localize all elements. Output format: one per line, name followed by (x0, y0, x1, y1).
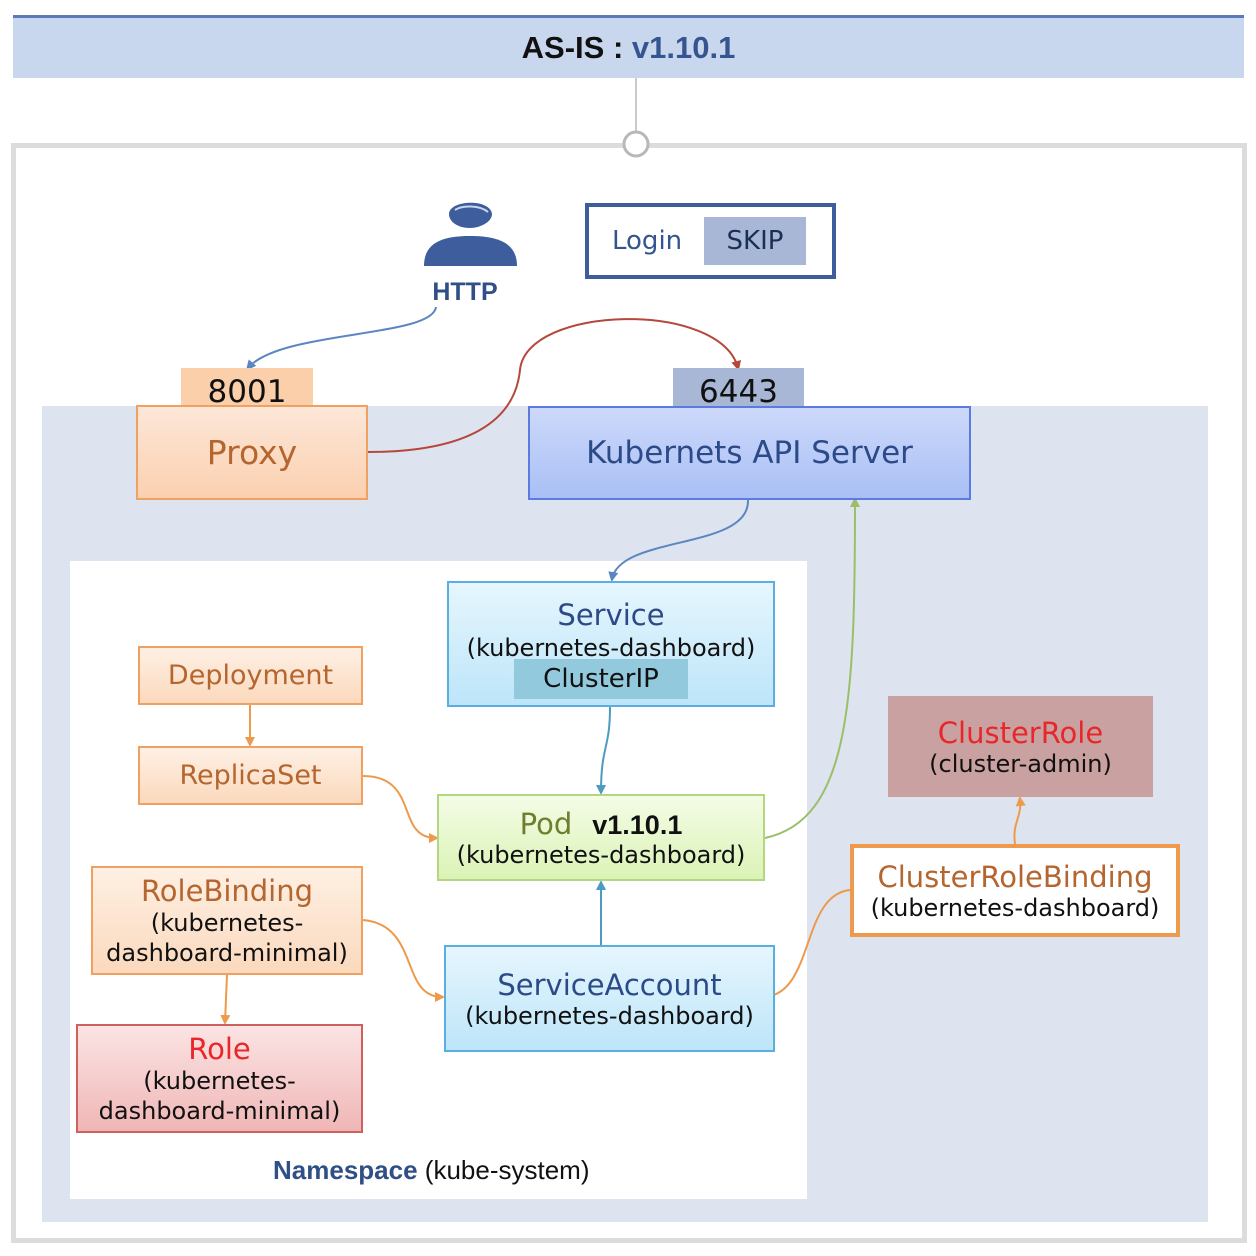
clusterrolebinding-sub: (kubernetes-dashboard) (870, 893, 1160, 922)
clusterrole-sub: (cluster-admin) (929, 749, 1112, 778)
diagram-header: AS-IS : v1.10.1 (13, 15, 1244, 78)
rolebinding-sub-1: (kubernetes- (150, 908, 304, 937)
api-server-label: Kubernets API Server (586, 435, 913, 471)
rolebinding-node: RoleBinding (kubernetes- dashboard-minim… (91, 866, 363, 975)
title-version: v1.10.1 (631, 30, 736, 65)
api-server-node: Kubernets API Server (528, 406, 971, 500)
pod-version: v1.10.1 (592, 809, 683, 840)
title-prefix: AS-IS : (521, 30, 632, 65)
skip-button[interactable]: SKIP (704, 217, 806, 265)
clusterrolebinding-label: ClusterRoleBinding (877, 859, 1153, 894)
pod-label: Pod (519, 806, 573, 841)
role-node: Role (kubernetes- dashboard-minimal) (76, 1024, 363, 1133)
serviceaccount-node: ServiceAccount (kubernetes-dashboard) (444, 945, 775, 1052)
pod-sub: (kubernetes-dashboard) (456, 840, 746, 869)
deployment-node: Deployment (138, 646, 363, 705)
rolebinding-sub-2: dashboard-minimal) (106, 938, 348, 967)
serviceaccount-sub: (kubernetes-dashboard) (465, 1001, 754, 1030)
proxy-label: Proxy (206, 433, 298, 472)
role-sub-2: dashboard-minimal) (98, 1096, 341, 1125)
proxy-node: Proxy (136, 405, 368, 500)
pod-node: Pod v1.10.1 (kubernetes-dashboard) (437, 794, 765, 881)
clusterrole-node: ClusterRole (cluster-admin) (888, 696, 1153, 797)
service-label: Service (557, 598, 665, 632)
service-sub: (kubernetes-dashboard) (466, 634, 756, 662)
clusterrole-label: ClusterRole (937, 715, 1104, 750)
rolebinding-label: RoleBinding (140, 873, 314, 908)
replicaset-node: ReplicaSet (138, 746, 363, 805)
namespace-name: (kube-system) (424, 1155, 590, 1185)
namespace-keyword: Namespace (273, 1155, 418, 1185)
clusterrolebinding-node: ClusterRoleBinding (kubernetes-dashboard… (850, 844, 1180, 937)
namespace-label: Namespace (kube-system) (273, 1155, 589, 1186)
login-label: Login (612, 226, 683, 256)
service-node: Service (kubernetes-dashboard) (447, 581, 775, 707)
service-type-badge: ClusterIP (514, 659, 688, 699)
deployment-label: Deployment (167, 660, 334, 691)
diagram-title: AS-IS : v1.10.1 (522, 30, 736, 66)
serviceaccount-label: ServiceAccount (497, 967, 722, 1002)
http-label: HTTP (432, 278, 498, 306)
role-sub-1: (kubernetes- (143, 1066, 296, 1095)
role-label: Role (188, 1031, 251, 1066)
replicaset-label: ReplicaSet (179, 760, 322, 791)
